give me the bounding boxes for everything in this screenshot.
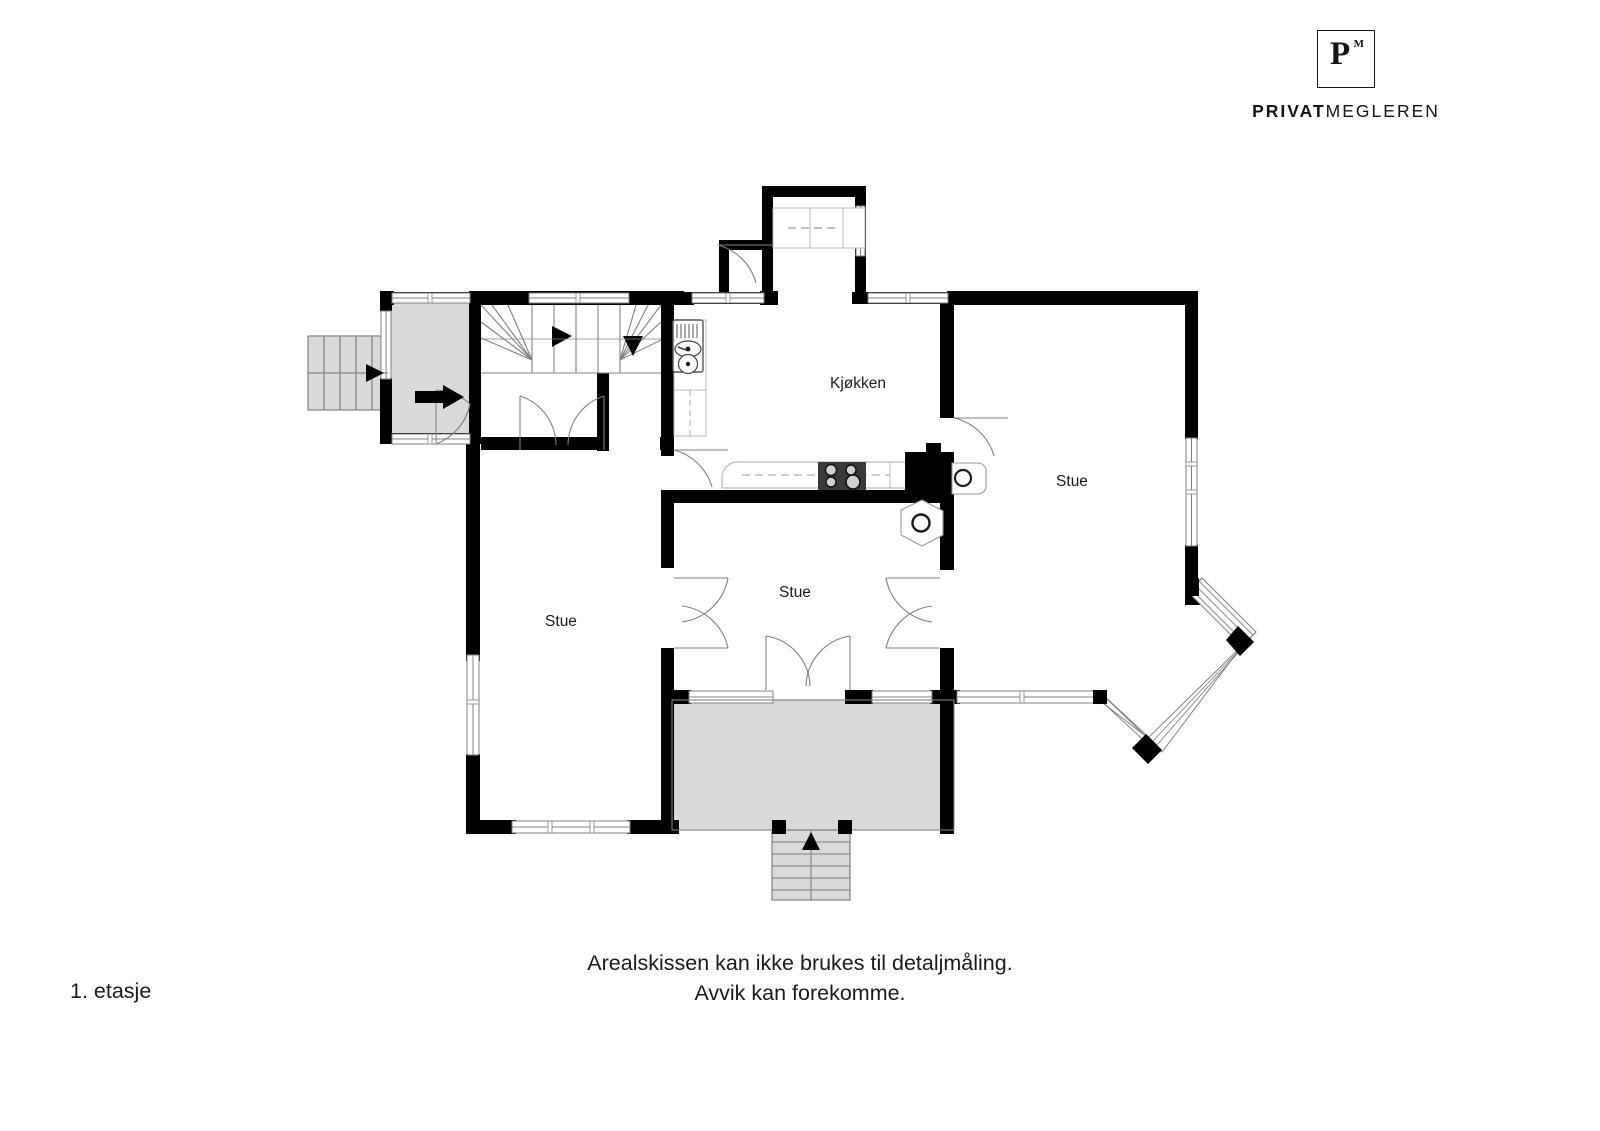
wall-top-room-notch-bottom (719, 240, 729, 296)
terrace-area (672, 700, 954, 830)
bay-window-projection (1093, 577, 1257, 764)
wall-right-center-upper (940, 296, 954, 418)
wood-stove-group (900, 462, 987, 547)
bay-corner-post-upper (1226, 626, 1254, 656)
room-label-stue-right: Stue (1056, 473, 1088, 490)
logo-letter-p: P (1330, 36, 1351, 72)
room-label-stue-center: Stue (779, 584, 811, 601)
wall-entry-left (380, 291, 392, 311)
kitchen-counter-run (721, 443, 941, 490)
hall-doors (519, 395, 728, 488)
window-right-exterior (1185, 437, 1198, 547)
center-room-doors (674, 577, 940, 690)
window-left-exterior (466, 654, 480, 756)
brand-wordmark-light: MEGLEREN (1325, 101, 1440, 121)
terrace-detail (671, 699, 955, 900)
window-staircase-top (528, 292, 630, 304)
terrace-stairs (772, 830, 850, 900)
wall-top-right-corner (947, 291, 1197, 305)
cooktop (818, 462, 866, 490)
brand-wordmark-bold: PRIVAT (1252, 101, 1326, 121)
wall-bottom-center-right (930, 690, 960, 704)
staircase-arrow-down (623, 336, 643, 356)
wall-staircase-inner-left (481, 437, 494, 450)
top-room-cabinets (772, 207, 866, 249)
window-entry-top (391, 292, 471, 304)
wall-right-center-lower (940, 648, 954, 834)
window-kitchen-top-left (691, 292, 765, 304)
wall-staircase-bottom-left (481, 437, 607, 450)
top-room-door (717, 244, 772, 284)
floor-label: 1. etasje (70, 979, 152, 1003)
bay-corner-post-top (1185, 578, 1199, 596)
wall-right-center-mid (940, 452, 954, 570)
bay-wall-stub-left (1093, 690, 1107, 704)
interior-staircase (480, 304, 662, 374)
kitchen-stue-door (953, 417, 1008, 457)
wall-right-exterior-top (1185, 291, 1198, 439)
window-terrace-left (688, 690, 774, 704)
window-entry-bottom (391, 433, 471, 445)
wall-left-exterior-lower (466, 754, 480, 834)
wood-stove-lower (900, 499, 944, 547)
room-labels: Kjøkken Stue Stue Stue (545, 375, 1088, 630)
wall-entry-right (469, 291, 481, 444)
terrace-stairs-arrow (802, 832, 820, 850)
window-terrace-side (956, 690, 1098, 704)
grey-filled-areas (307, 296, 954, 901)
terrace-stair-post-left (772, 820, 786, 834)
wall-bottom-center-mid (845, 690, 873, 704)
entry-hall-area (388, 296, 478, 444)
wall-hall-vert (597, 373, 609, 451)
terrace-stair-post-right (838, 820, 852, 834)
window-bottom-left (511, 820, 631, 834)
wall-bottom-terrace (661, 820, 679, 834)
wall-top-room-top (762, 186, 866, 197)
entrance-direction-arrow (415, 385, 464, 409)
staircase-arrow-right (552, 326, 572, 347)
bay-corner-post-lower (1132, 734, 1162, 764)
privatmegleren-logo-mark: P M (1317, 30, 1375, 88)
brand-wordmark: PRIVATMEGLEREN (1252, 101, 1440, 122)
window-terrace-right (871, 690, 933, 704)
kitchen-sink-unit (672, 319, 707, 437)
entrance-stairs (308, 336, 388, 410)
wall-entry-left-lower (380, 378, 392, 444)
wall-left-exterior-upper (466, 443, 480, 661)
logo-superscript-m: M (1353, 38, 1364, 50)
wall-bottom-center-left (661, 690, 691, 704)
wall-center-vert-upper (661, 490, 674, 568)
wall-bottom-terrace-right (940, 820, 954, 834)
wall-top-room-left (762, 186, 773, 296)
wall-top-room-right-lower (855, 255, 866, 296)
window-entry-left (380, 310, 392, 380)
wood-stove-upper (951, 462, 987, 495)
room-label-stue-left: Stue (545, 613, 577, 630)
wall-bottom-left (466, 820, 516, 834)
wall-kitchen-sink-left (661, 296, 674, 456)
entrance-stairs-arrow (366, 364, 384, 382)
entrance-door (415, 385, 471, 445)
brand-logo: P M PRIVATMEGLEREN (1246, 30, 1446, 135)
room-label-kjokken: Kjøkken (830, 375, 886, 392)
wall-kitchen-divider (661, 490, 947, 503)
window-kitchen-top-right (867, 292, 949, 304)
